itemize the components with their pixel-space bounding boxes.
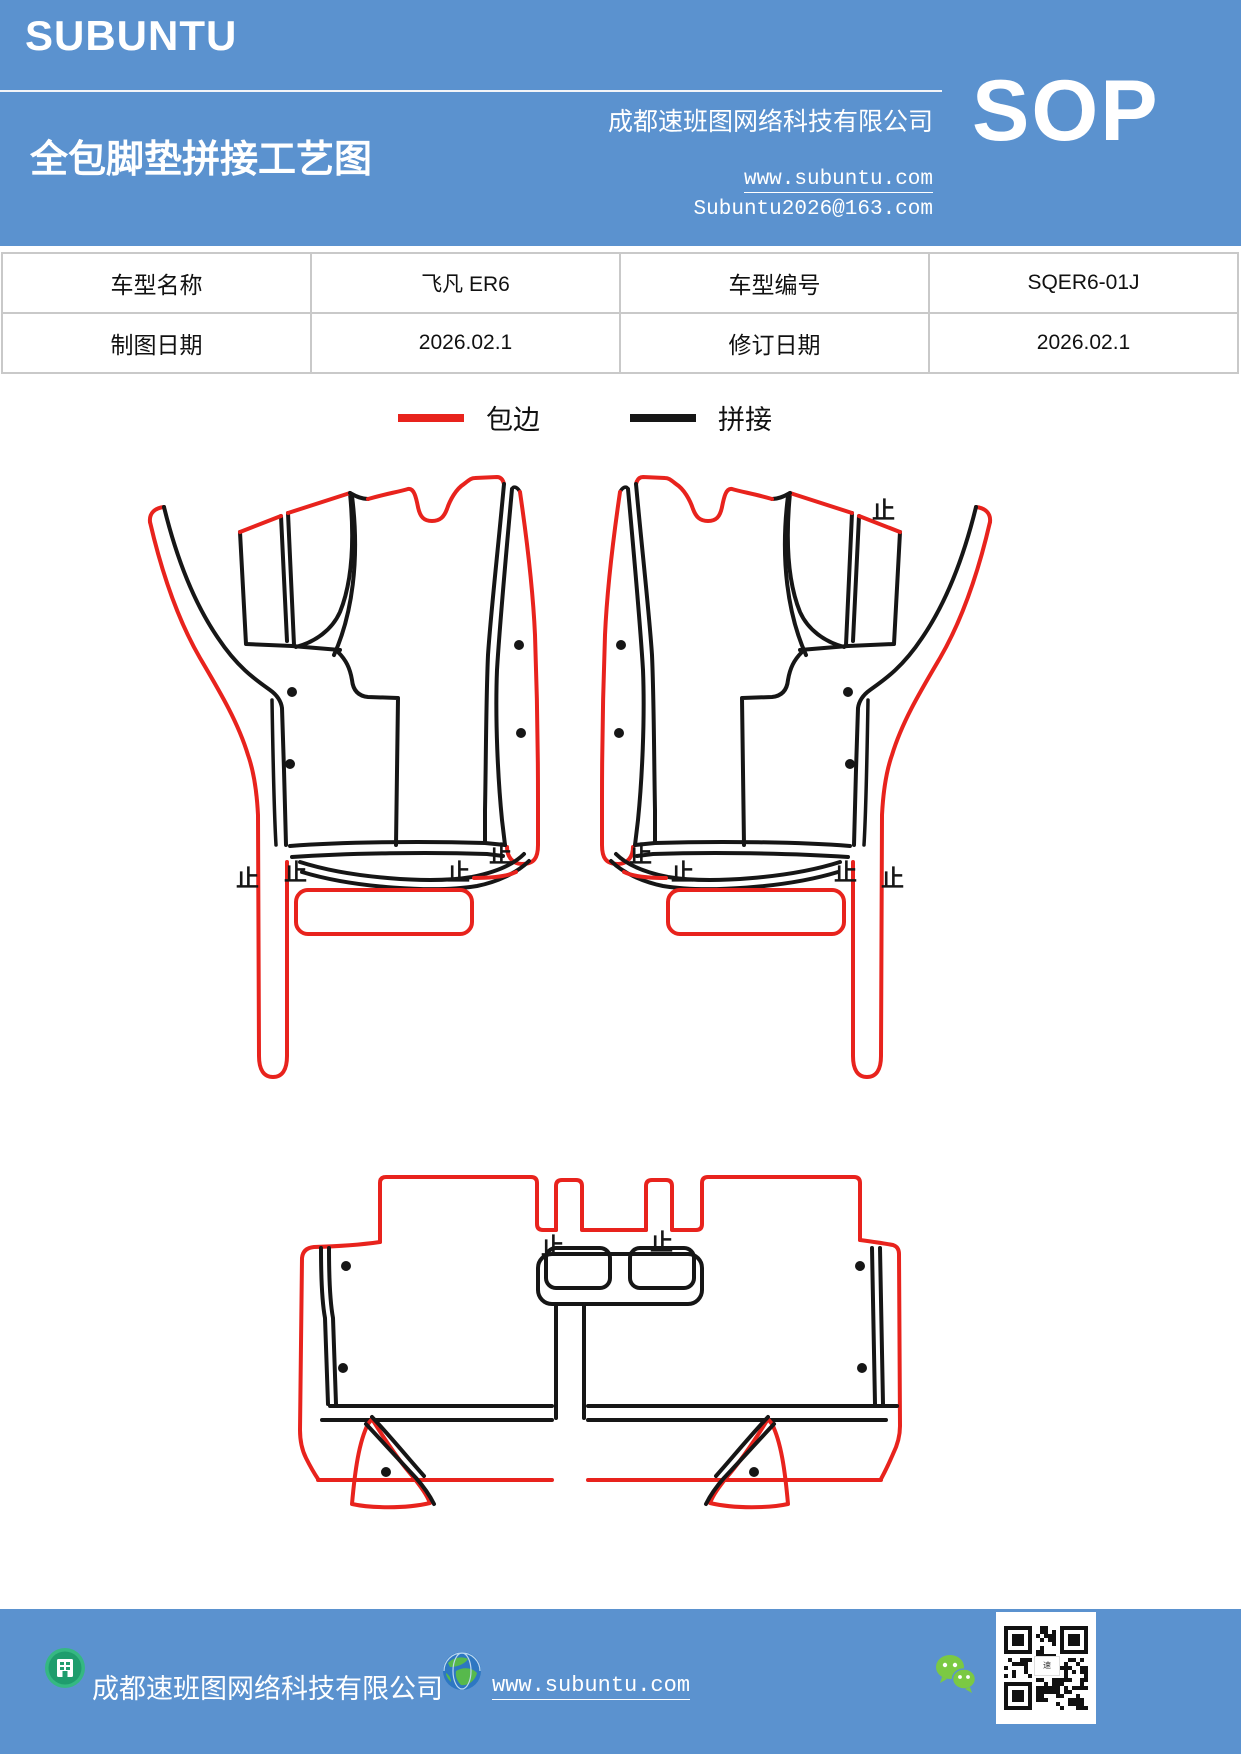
stop-mark: 止: [236, 866, 259, 891]
stop-mark: 止: [447, 860, 470, 885]
revise-date-value: 2026.02.1: [928, 312, 1239, 374]
stop-mark: 止: [872, 498, 895, 523]
model-code-value: SQER6-01J: [928, 252, 1239, 314]
qr-modules: [1004, 1626, 1088, 1710]
stop-mark: 止: [671, 860, 694, 885]
globe-icon: [443, 1652, 481, 1690]
qr-center-logo: 速: [1034, 1656, 1060, 1676]
vehicle-info-table: 车型名称 飞凡 ER6 车型编号 SQER6-01J 制图日期 2026.02.…: [1, 252, 1239, 374]
stop-mark: 止: [541, 1234, 564, 1259]
model-name-label: 车型名称: [1, 252, 312, 314]
legend-binding-swatch: [398, 413, 464, 422]
stop-mark: 止: [284, 860, 307, 885]
header-email: Subuntu2026@163.com: [693, 198, 933, 221]
stop-mark: 止: [881, 866, 904, 891]
stop-mark: 止: [834, 860, 857, 885]
stop-mark: 止: [489, 842, 512, 867]
company-building-icon: [45, 1648, 85, 1688]
model-code-label: 车型编号: [619, 252, 930, 314]
footer-company-name: 成都速班图网络科技有限公司: [92, 1674, 443, 1704]
legend-splicing-swatch: [630, 413, 696, 422]
sop-badge: SOP: [972, 63, 1160, 159]
wechat-icon: [936, 1655, 977, 1693]
table-row: 制图日期 2026.02.1 修订日期 2026.02.1: [1, 312, 1239, 374]
header-website-link[interactable]: www.subuntu.com: [743, 168, 933, 193]
table-row: 车型名称 飞凡 ER6 车型编号 SQER6-01J: [1, 252, 1239, 314]
stop-mark: 止: [629, 842, 652, 867]
front-left-mat-drawing: [147, 475, 540, 1079]
model-name-value: 飞凡 ER6: [310, 252, 621, 314]
page-title: 全包脚垫拼接工艺图: [30, 139, 373, 181]
draw-date-label: 制图日期: [1, 312, 312, 374]
footer-banner: 成都速班图网络科技有限公司 www.subuntu.com 速: [0, 1609, 1241, 1754]
draw-date-value: 2026.02.1: [310, 312, 621, 374]
legend-binding-item: 包边: [398, 398, 540, 437]
qr-code: 速: [996, 1612, 1096, 1724]
footer-website-link[interactable]: www.subuntu.com: [492, 1673, 691, 1700]
front-right-mat-drawing: [600, 475, 993, 1079]
header-banner: SUBUNTU 全包脚垫拼接工艺图 成都速班图网络科技有限公司 www.subu…: [0, 0, 1241, 246]
legend-splicing-item: 拼接: [630, 398, 772, 437]
legend: 包边 拼接: [0, 392, 1241, 435]
revise-date-label: 修订日期: [619, 312, 930, 374]
stop-mark: 止: [650, 1230, 673, 1255]
legend-binding-label: 包边: [486, 405, 540, 435]
legend-splicing-label: 拼接: [718, 405, 772, 435]
header-company-name: 成都速班图网络科技有限公司: [607, 109, 933, 136]
brand-logo: SUBUNTU: [25, 12, 238, 59]
rear-mat-drawing: [298, 1175, 902, 1510]
header-divider: [0, 90, 942, 92]
